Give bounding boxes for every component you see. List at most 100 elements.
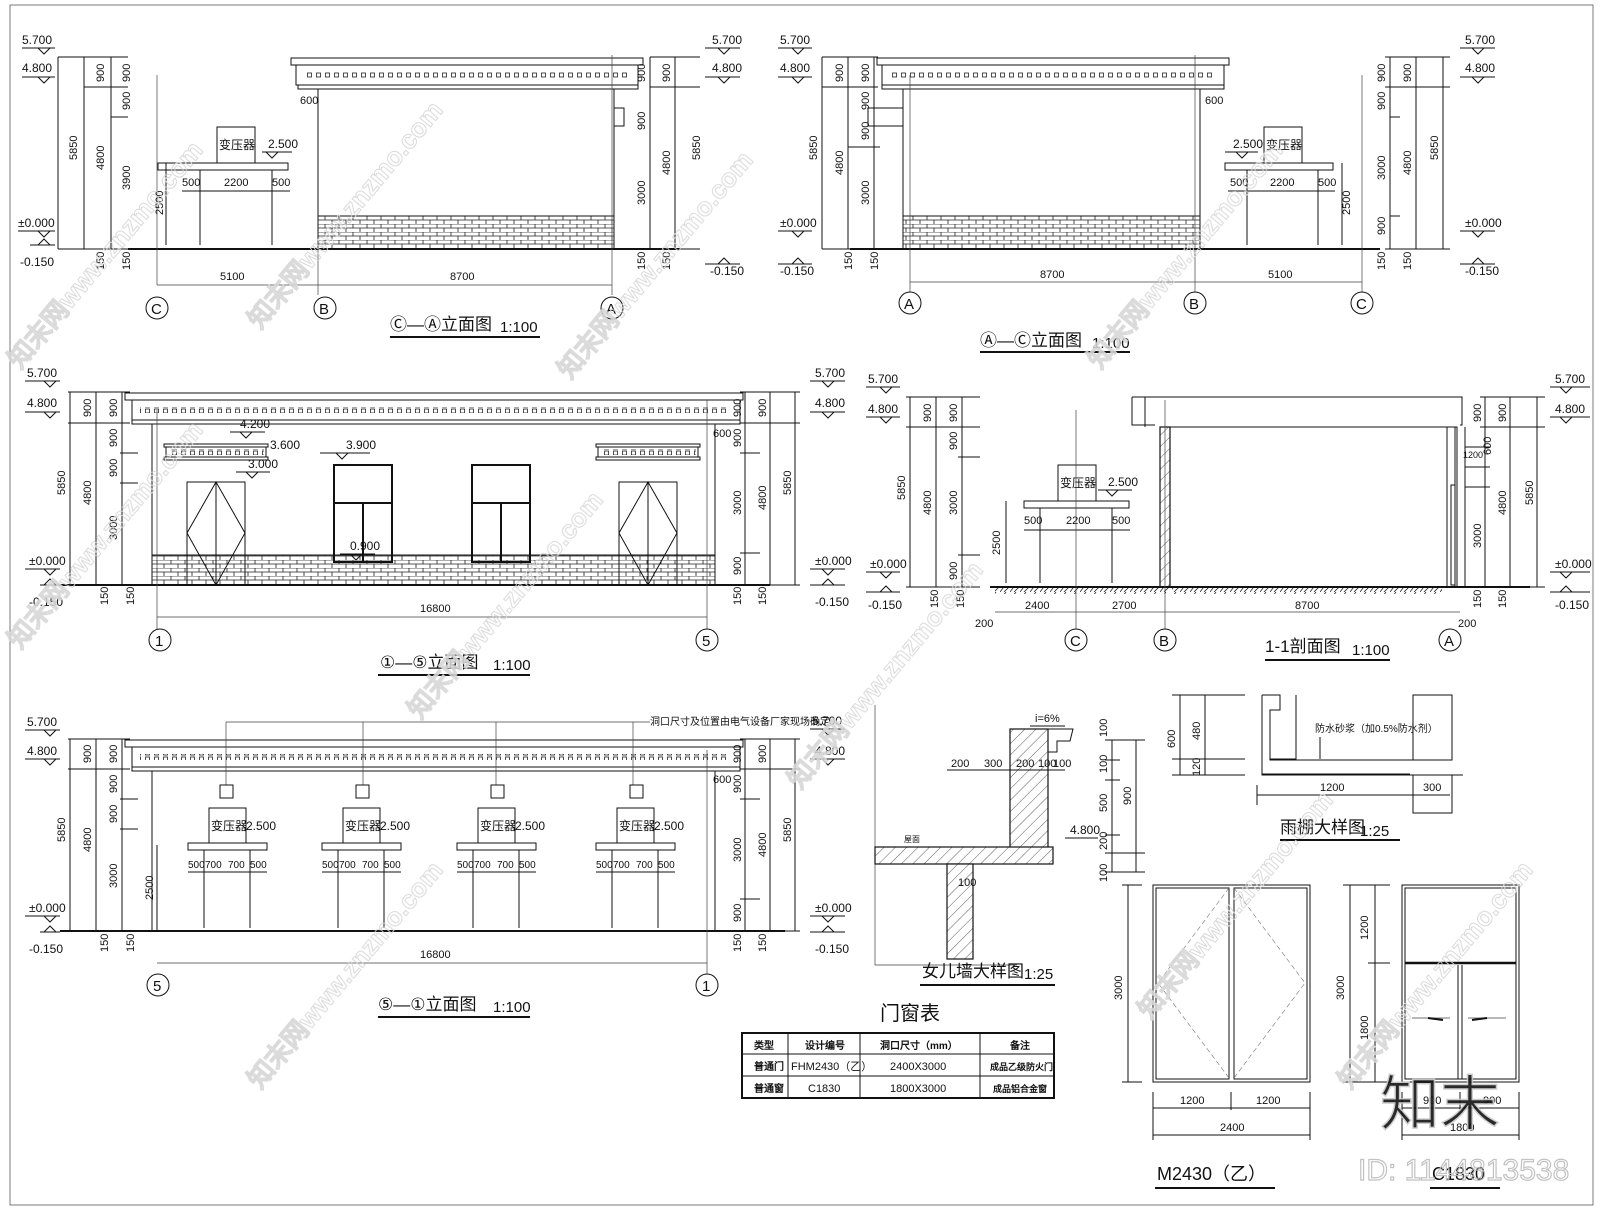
svg-text:1:100: 1:100	[1092, 335, 1130, 352]
svg-text:120: 120	[1191, 758, 1203, 776]
svg-text:1200: 1200	[1256, 1095, 1280, 1107]
svg-text:4800: 4800	[82, 828, 94, 852]
svg-text:5.700: 5.700	[22, 33, 52, 47]
svg-text:900: 900	[732, 399, 744, 417]
svg-text:变压器: 变压器	[619, 818, 655, 833]
svg-text:1800: 1800	[1359, 1016, 1371, 1040]
svg-text:4.800: 4.800	[1070, 823, 1100, 837]
door-m2430-detail: 3000 1200 1200 2400 M2430（乙）	[1113, 884, 1311, 1189]
svg-text:2200: 2200	[1066, 515, 1090, 527]
svg-text:知末网www.znzmo.com: 知末网www.znzmo.com	[242, 95, 449, 334]
svg-text:2400: 2400	[1025, 600, 1049, 612]
svg-text:900: 900	[948, 562, 960, 580]
svg-text:4800: 4800	[95, 146, 107, 170]
svg-text:700: 700	[636, 860, 653, 871]
svg-text:700: 700	[339, 860, 356, 871]
elevation-5-1: 5.700 4.800 ±0.000 -0.150 5850 4800 900 …	[25, 714, 852, 1018]
svg-text:150: 150	[1402, 252, 1414, 270]
svg-text:900: 900	[732, 775, 744, 793]
svg-text:8700: 8700	[450, 271, 474, 283]
svg-text:100: 100	[1053, 758, 1071, 770]
svg-text:5100: 5100	[1268, 269, 1292, 281]
svg-text:2500: 2500	[991, 531, 1003, 555]
svg-text:4800: 4800	[1497, 491, 1509, 515]
svg-text:5850: 5850	[56, 471, 68, 495]
svg-text:设计编号: 设计编号	[805, 1039, 845, 1052]
window-1	[333, 464, 393, 563]
svg-text:2.500: 2.500	[380, 819, 410, 833]
svg-text:900: 900	[732, 904, 744, 922]
drawing-title: C1830	[1432, 1164, 1485, 1184]
svg-text:500: 500	[457, 860, 474, 871]
svg-text:700: 700	[613, 860, 630, 871]
svg-text:200: 200	[1016, 758, 1034, 770]
svg-text:150: 150	[732, 587, 744, 605]
svg-text:±0.000: ±0.000	[815, 554, 852, 568]
svg-text:700: 700	[474, 860, 491, 871]
svg-text:备注: 备注	[1009, 1039, 1030, 1052]
elevation-c-a: 5.700 4.800 ±0.000 -0.150 5850 4800 900 …	[18, 33, 744, 338]
svg-text:知末网www.znzmo.com: 知末网www.znzmo.com	[242, 855, 449, 1094]
svg-text:-0.150: -0.150	[29, 595, 63, 609]
drawing-title: ⑤—①立面图	[378, 995, 476, 1014]
svg-text:150: 150	[757, 587, 769, 605]
svg-text:2200: 2200	[224, 177, 248, 189]
svg-text:900: 900	[1376, 92, 1388, 110]
svg-text:5.700: 5.700	[868, 372, 898, 386]
svg-text:知末网www.znzmo.com: 知末网www.znzmo.com	[2, 415, 209, 654]
svg-text:200: 200	[951, 758, 969, 770]
svg-text:480: 480	[1191, 722, 1203, 740]
drawing-title: ①—⑤立面图	[380, 653, 478, 672]
svg-text:1:100: 1:100	[1352, 642, 1390, 659]
svg-text:2.500: 2.500	[1108, 475, 1138, 489]
svg-text:600: 600	[1205, 95, 1223, 107]
svg-text:±0.000: ±0.000	[815, 901, 852, 915]
svg-text:-0.150: -0.150	[1465, 264, 1499, 278]
svg-text:150: 150	[121, 252, 133, 270]
svg-text:900: 900	[860, 64, 872, 82]
svg-text:2.500: 2.500	[654, 819, 684, 833]
svg-text:5.700: 5.700	[1465, 33, 1495, 47]
svg-text:3000: 3000	[1335, 976, 1347, 1000]
svg-text:-0.150: -0.150	[29, 942, 63, 956]
svg-text:900: 900	[1376, 217, 1388, 235]
svg-text:1800: 1800	[1450, 1122, 1474, 1134]
svg-text:±0.000: ±0.000	[29, 901, 66, 915]
svg-text:100: 100	[1038, 758, 1056, 770]
svg-text:900: 900	[1376, 64, 1388, 82]
svg-text:3000: 3000	[1472, 524, 1484, 548]
svg-text:700: 700	[205, 860, 222, 871]
svg-text:900: 900	[1402, 64, 1414, 82]
svg-text:900: 900	[636, 112, 648, 130]
svg-text:900: 900	[922, 404, 934, 422]
svg-text:2400: 2400	[1220, 1122, 1244, 1134]
svg-text:变压器: 变压器	[1266, 137, 1302, 152]
svg-text:屋面: 屋面	[904, 835, 920, 844]
svg-text:3.600: 3.600	[270, 438, 300, 452]
svg-text:3000: 3000	[860, 181, 872, 205]
svg-text:5100: 5100	[220, 271, 244, 283]
svg-text:5.700: 5.700	[712, 33, 742, 47]
svg-text:1:100: 1:100	[500, 319, 538, 336]
svg-text:4.800: 4.800	[868, 402, 898, 416]
canopy-detail: 600 480 120 防水砂浆（加0.5%防水剂） 1200 300 雨棚大样…	[1166, 694, 1463, 841]
svg-text:500: 500	[322, 860, 339, 871]
svg-text:2.500: 2.500	[515, 819, 545, 833]
transformer-1: 变压器 2.500 500 700 700 500	[187, 784, 276, 928]
svg-text:150: 150	[869, 252, 881, 270]
svg-text:2.500: 2.500	[1233, 137, 1263, 151]
svg-text:B: B	[1159, 633, 1169, 650]
svg-text:1:100: 1:100	[493, 999, 531, 1016]
svg-text:4800: 4800	[661, 151, 673, 175]
svg-text:5.700: 5.700	[27, 715, 57, 729]
svg-text:5850: 5850	[1429, 136, 1441, 160]
transformer-4: 变压器 2.500 500 700 700 500	[595, 784, 684, 928]
svg-text:500: 500	[596, 860, 613, 871]
svg-text:300: 300	[984, 758, 1002, 770]
drawing-title: 雨棚大样图	[1280, 818, 1365, 837]
drawing-title: 女儿墙大样图	[922, 962, 1024, 981]
svg-text:5850: 5850	[1524, 481, 1536, 505]
svg-text:100: 100	[958, 877, 976, 889]
window-c1830-detail: 3000 1200 1800 900 900 1800 C1830	[1335, 884, 1520, 1189]
